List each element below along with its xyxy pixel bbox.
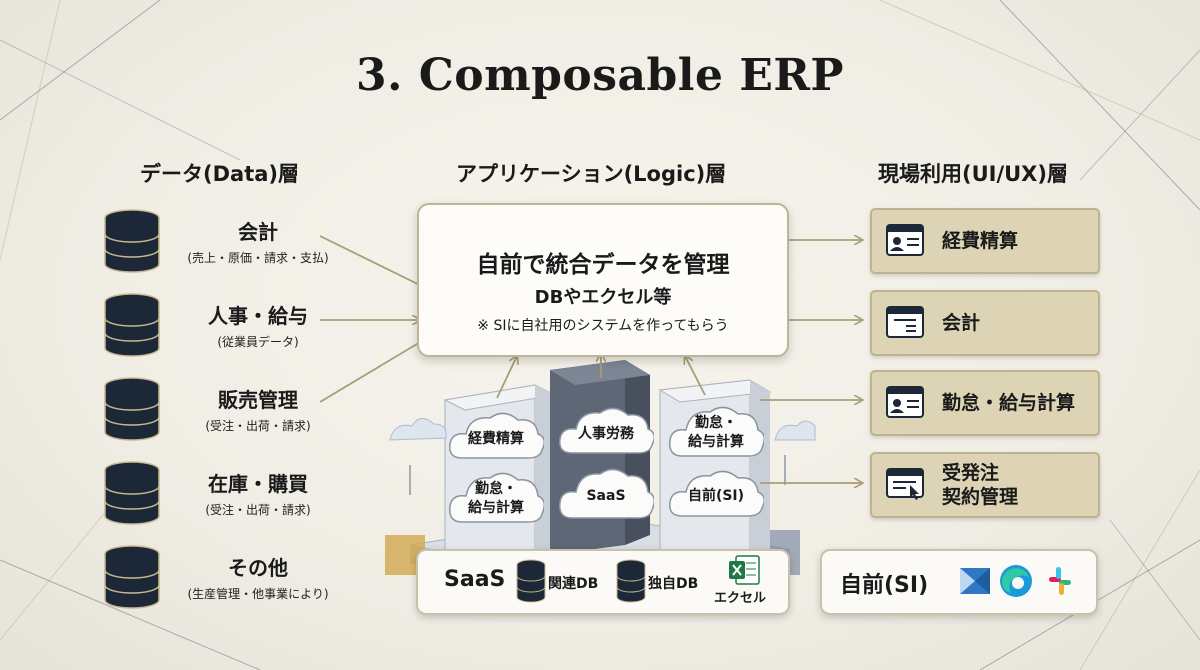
browser-click-icon	[886, 468, 924, 500]
ui-item-attendance: 勤怠・給与計算	[870, 370, 1100, 436]
data-item-label: 人事・給与	[208, 304, 308, 328]
ui-item-label: 受発注 契約管理	[942, 454, 1018, 516]
cloud-label: SaaS	[586, 488, 626, 504]
center-box-subtitle: DBやエクセル等	[534, 287, 672, 308]
database-icon	[104, 293, 160, 357]
database-icon	[616, 559, 646, 603]
data-item-sub: (売上・原価・請求・支払)	[187, 251, 329, 265]
data-layer-heading: データ(Data)層	[140, 162, 300, 186]
excel-label: エクセル	[714, 591, 767, 606]
ui-item-label: 会計	[942, 312, 981, 334]
own-db-label: 独自DB	[648, 576, 699, 592]
related-db-label: 関連DB	[548, 576, 599, 592]
arrow-sales	[319, 335, 432, 403]
database-icon	[104, 461, 160, 525]
ui-item-label: 経費精算	[942, 230, 1019, 252]
database-icon	[104, 545, 160, 609]
ui-item-label-line1: 受発注	[942, 462, 1000, 484]
cloud-label: 給与計算	[688, 434, 744, 450]
edge-browser-icon	[1000, 565, 1032, 597]
cloud-attendance-2: 勤怠・ 給与計算	[448, 468, 545, 528]
saas-bar: SaaS 関連DB 独自DB エクセル	[416, 549, 790, 615]
ui-item-order-contract: 受発注 契約管理	[870, 452, 1100, 518]
database-icon	[104, 377, 160, 441]
blue-app-icon	[960, 568, 990, 594]
cloud-saas: SaaS	[558, 466, 655, 524]
inhouse-bar-label: 自前(SI)	[840, 573, 929, 598]
cloud-icon	[449, 412, 545, 459]
document-window-icon	[886, 306, 924, 338]
cloud-icon	[669, 470, 765, 517]
cloud-hr: 人事労務	[558, 405, 655, 459]
ui-item-label-line2: 契約管理	[942, 486, 1019, 508]
application-layer-heading: アプリケーション(Logic)層	[456, 162, 727, 186]
slack-icon	[1049, 567, 1071, 595]
data-item-inventory: 在庫・購買 (受注・出荷・請求)	[158, 468, 358, 518]
saas-bar-label: SaaS	[444, 567, 506, 592]
ui-item-label: 勤怠・給与計算	[942, 392, 1076, 414]
ui-layer-heading: 現場利用(UI/UX)層	[878, 162, 1068, 186]
data-item-sub: (従業員データ)	[217, 335, 299, 349]
data-item-hr: 人事・給与 (従業員データ)	[158, 300, 358, 350]
cloud-label: 給与計算	[468, 500, 524, 516]
page-title: 3. Composable ERP	[355, 50, 845, 101]
cloud-label: 経費精算	[468, 431, 524, 447]
cloud-attendance: 勤怠・ 給与計算	[668, 402, 765, 462]
center-box-title: 自前で統合データを管理	[476, 252, 730, 278]
cloud-icon	[449, 472, 545, 523]
center-box-note: ※ SIに自社用のシステムを作ってもらう	[477, 318, 729, 334]
ui-item-expense: 経費精算	[870, 208, 1100, 274]
data-item-label: その他	[228, 556, 288, 580]
cloud-inhouse: 自前(SI)	[668, 468, 765, 522]
data-item-label: 会計	[238, 220, 278, 244]
excel-icon	[729, 555, 760, 585]
cloud-label: 勤怠・	[695, 415, 737, 431]
database-icon	[516, 559, 546, 603]
data-item-other: その他 (生産管理・他事業により)	[158, 552, 358, 602]
data-item-sub: (受注・出荷・請求)	[205, 503, 311, 517]
data-item-sub: (受注・出荷・請求)	[205, 419, 311, 433]
inhouse-bar: 自前(SI)	[820, 549, 1098, 615]
cloud-label: 勤怠・	[475, 481, 517, 497]
data-item-accounting: 会計 (売上・原価・請求・支払)	[158, 216, 358, 266]
cloud-label: 人事労務	[578, 426, 634, 442]
ui-item-accounting: 会計	[870, 290, 1100, 356]
integrated-data-box: 自前で統合データを管理 DBやエクセル等 ※ SIに自社用のシステムを作ってもら…	[417, 203, 789, 357]
cloud-expense: 経費精算	[448, 410, 545, 464]
id-card-icon	[886, 386, 924, 418]
data-item-label: 販売管理	[218, 388, 298, 412]
data-item-label: 在庫・購買	[208, 472, 308, 496]
cloud-label: 自前(SI)	[687, 488, 745, 504]
data-item-sales: 販売管理 (受注・出荷・請求)	[158, 384, 358, 434]
arrow-accounting	[319, 235, 434, 292]
database-icon	[104, 209, 160, 273]
cloud-icon	[669, 406, 765, 457]
id-card-icon	[886, 224, 924, 256]
data-item-sub: (生産管理・他事業により)	[187, 587, 329, 601]
cloud-icon	[559, 407, 655, 454]
cloud-icon	[559, 468, 655, 519]
